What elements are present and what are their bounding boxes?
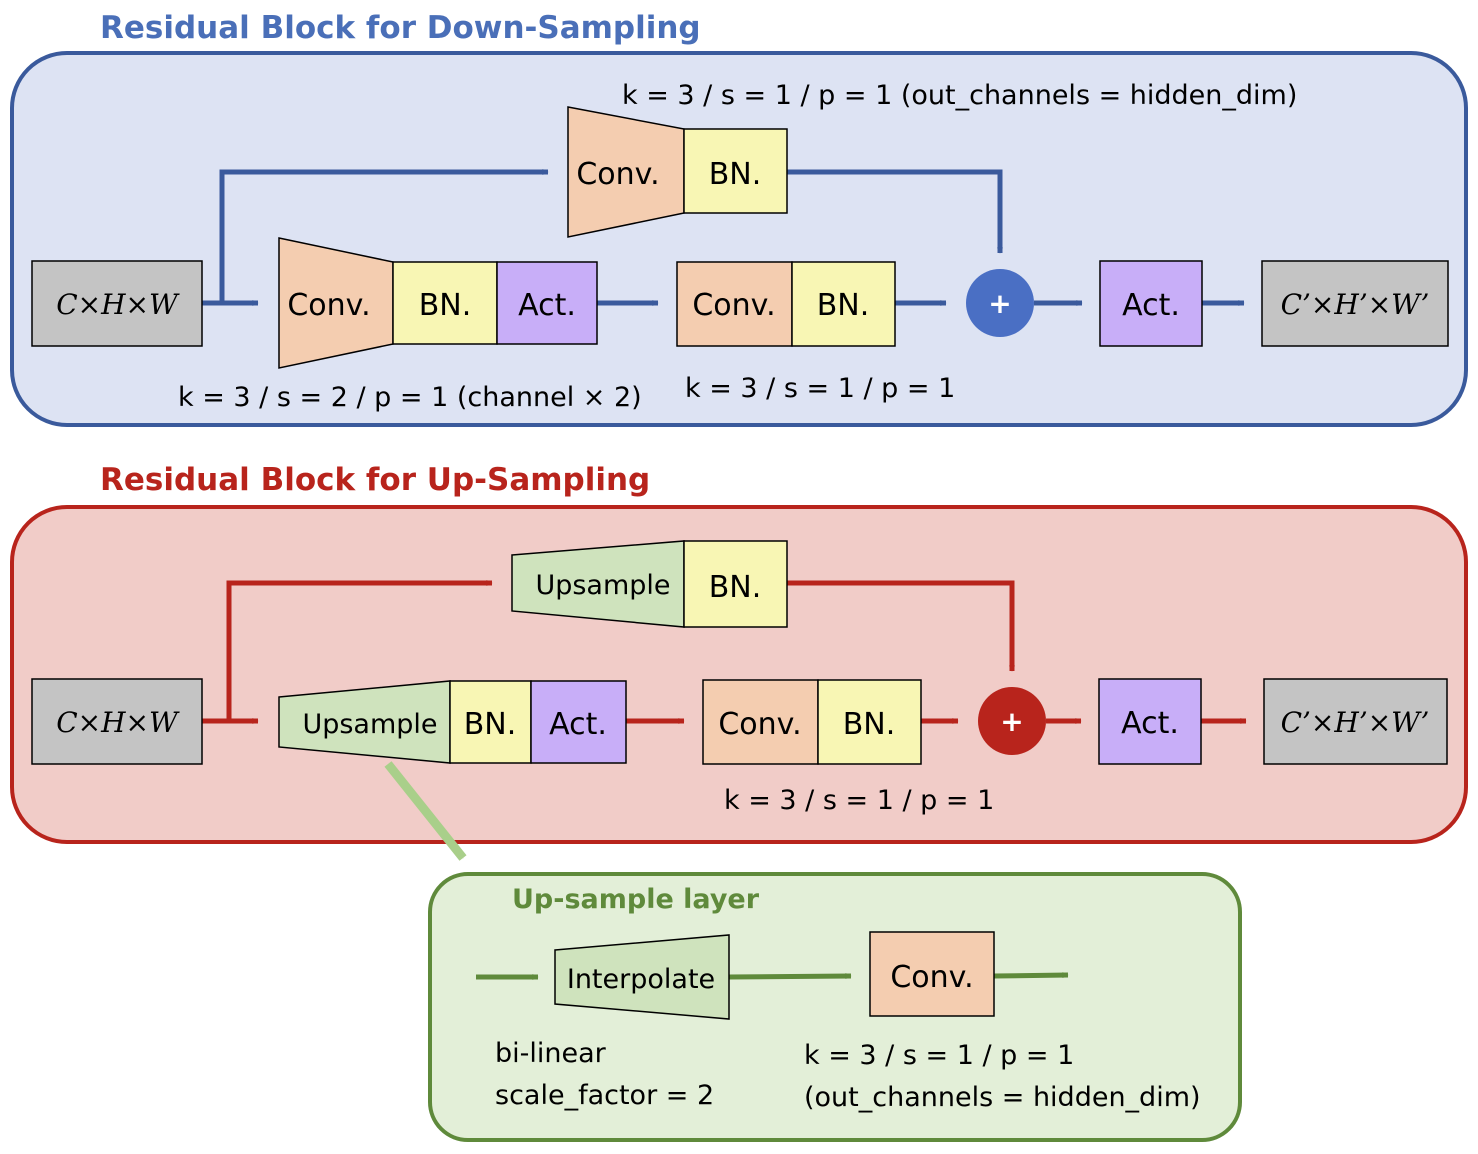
interpolate-block — [554, 934, 730, 1020]
down-skip-params: k = 3 / s = 1 / p = 1 (out_channels = hi… — [622, 80, 1297, 111]
up-output-tensor — [1263, 678, 1448, 765]
up-main-bn2-label: BN. — [843, 707, 896, 742]
up-skip-bn-label: BN. — [709, 570, 762, 605]
down-main-conv2-params: k = 3 / s = 1 / p = 1 — [685, 373, 955, 404]
up-final-act-block — [1098, 678, 1202, 765]
up-input-label: C×H×W — [56, 706, 180, 739]
down-skip-bn-label: BN. — [709, 157, 762, 192]
upsample-layer-output-arrow — [993, 972, 1069, 979]
upsample-conv-params-line1: k = 3 / s = 1 / p = 1 — [804, 1040, 1074, 1071]
down-arrows — [202, 169, 1245, 306]
down-final-act-block — [1099, 260, 1203, 347]
upsample-layer-arrows — [476, 972, 1069, 980]
down-input-tensor — [31, 260, 203, 347]
interpolate-label: Interpolate — [567, 964, 715, 995]
up-sampling-block: Residual Block for Up-Sampling C×H×W Ups… — [10, 462, 1468, 844]
upsample-layer-interp-to-conv-arrow — [728, 973, 852, 980]
down-main-conv2-block — [676, 261, 793, 347]
down-main-bn1-block — [392, 261, 498, 345]
up-skip-to-add-arrow — [787, 580, 1015, 672]
down-output-label: C’×H’×W’ — [1281, 288, 1430, 321]
up-input-tensor — [31, 678, 203, 765]
up-skip-bn-block — [683, 540, 788, 628]
up-arrows — [202, 580, 1247, 724]
upsample-layer-conv-block — [869, 931, 995, 1017]
upsample-conv-params-line2: (out_channels = hidden_dim) — [804, 1082, 1201, 1113]
up-main-act1-block — [530, 680, 627, 764]
interp-mode-text: bi-linear — [495, 1038, 607, 1069]
up-main-conv2-params: k = 3 / s = 1 / p = 1 — [724, 785, 994, 816]
down-main-act1-label: Act. — [518, 288, 576, 323]
up-main-upsample-label: Upsample — [302, 709, 437, 740]
down-skip-to-add-arrow — [787, 169, 1003, 254]
up-add-node — [978, 687, 1046, 755]
up-main-conv2-block — [702, 679, 819, 765]
down-output-tensor — [1261, 260, 1449, 347]
down-sampling-block: Residual Block for Down-Sampling k = 3 /… — [10, 10, 1468, 427]
up-skip-branch-arrow — [226, 580, 493, 721]
down-main-conv1-label: Conv. — [287, 288, 370, 323]
down-main-conv1-params: k = 3 / s = 2 / p = 1 (channel × 2) — [178, 382, 642, 413]
down-block-title: Residual Block for Down-Sampling — [100, 10, 701, 46]
upsample-detail-pointer-arrow — [384, 761, 467, 861]
down-add-node — [966, 269, 1034, 337]
down-input-label: C×H×W — [56, 288, 180, 321]
up-main-bn2-block — [817, 679, 922, 765]
down-skip-conv-label: Conv. — [576, 157, 659, 192]
up-main-bn1-label: BN. — [464, 707, 517, 742]
upsample-layer-title: Up-sample layer — [512, 884, 760, 915]
down-skip-bn-block — [683, 128, 788, 214]
up-add-symbol: + — [1000, 705, 1023, 738]
down-main-bn2-label: BN. — [817, 288, 870, 323]
down-main-conv2-label: Conv. — [692, 288, 775, 323]
down-main-bn2-block — [791, 261, 896, 347]
up-block-title: Residual Block for Up-Sampling — [100, 462, 650, 498]
up-output-label: C’×H’×W’ — [1281, 706, 1430, 739]
down-skip-branch-arrow — [219, 169, 549, 303]
upsample-layer-panel — [428, 872, 1242, 1142]
upsample-layer-panel-group: Up-sample layer Interpolate Conv. bi-lin… — [428, 872, 1242, 1142]
interp-scale-text: scale_factor = 2 — [495, 1080, 714, 1111]
down-main-bn1-label: BN. — [419, 288, 472, 323]
down-add-symbol: + — [988, 287, 1011, 320]
down-main-act1-block — [496, 261, 598, 345]
up-main-act1-label: Act. — [549, 707, 607, 742]
up-main-bn1-block — [449, 680, 532, 764]
up-main-conv2-label: Conv. — [718, 707, 801, 742]
upsample-layer-conv-label: Conv. — [890, 960, 973, 995]
up-final-act-label: Act. — [1121, 706, 1179, 741]
down-final-act-label: Act. — [1122, 288, 1180, 323]
up-skip-upsample-label: Upsample — [535, 570, 670, 601]
